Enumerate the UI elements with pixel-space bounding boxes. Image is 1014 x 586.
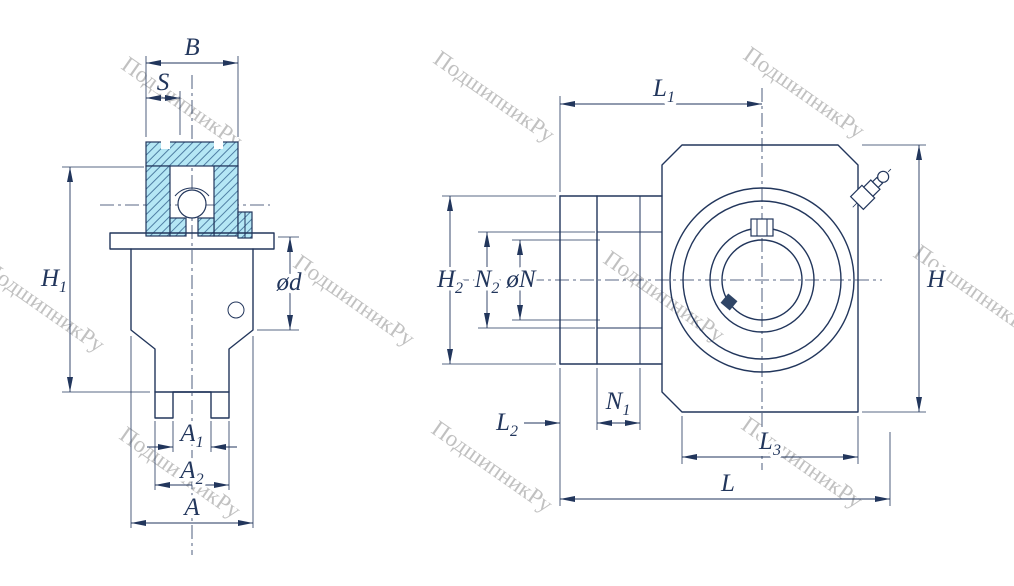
slide-plate	[109, 232, 275, 250]
watermark-text: ПодшипникРу	[739, 42, 870, 144]
dim-label-H1: H1	[40, 265, 67, 296]
dim-label-A: A	[182, 494, 200, 521]
dim-label-L1: L1	[652, 75, 675, 106]
dim-label-H: H	[926, 266, 947, 293]
dim-label-L2: L2	[495, 409, 518, 440]
dim-S: S	[146, 66, 181, 135]
grease-fitting-icon	[849, 168, 892, 211]
bore-circle	[721, 239, 803, 321]
locating-pin	[720, 293, 738, 311]
bearing-ball	[177, 189, 207, 219]
bearing-section	[145, 141, 253, 239]
dim-label-B: B	[184, 34, 199, 61]
groove-notch	[214, 141, 223, 149]
slide-guide-tab	[559, 195, 663, 365]
watermark-text: ПодшипникРу	[427, 416, 558, 518]
dim-L: L	[559, 368, 891, 506]
set-screw	[750, 218, 774, 237]
housing-seat-circle	[669, 187, 855, 373]
dim-L1: L1	[559, 72, 762, 192]
race-arc	[174, 187, 210, 197]
dim-label-A2: A2	[178, 457, 203, 488]
front-view: L1 H2 N2 øN H	[432, 72, 950, 506]
insert-od-circle	[682, 200, 842, 360]
dim-label-od: ød	[276, 269, 303, 296]
watermark-text: ПодшипникРу	[117, 52, 248, 154]
dim-H1: H1	[36, 166, 150, 393]
dim-oN: øN	[502, 239, 600, 321]
bearing-outer-ring-top	[145, 141, 239, 167]
dim-label-L3: L3	[758, 428, 781, 459]
watermark-text: ПодшипникРу	[737, 412, 868, 514]
watermark-text: ПодшипникРу	[909, 240, 1014, 342]
dim-label-H2: H2	[436, 266, 463, 297]
dim-label-oN: øN	[505, 266, 537, 293]
dim-L3: L3	[681, 416, 859, 464]
bearing-left-block	[145, 165, 171, 237]
groove-notch	[161, 141, 170, 149]
bearing-rings	[669, 187, 855, 373]
dim-label-S: S	[157, 69, 170, 96]
inner-ring-right	[197, 217, 215, 237]
dim-od: ød	[257, 236, 306, 331]
watermark-text: ПодшипникРу	[429, 46, 560, 148]
watermark-text: ПодшипникРу	[289, 250, 420, 352]
dim-label-N1: N1	[605, 388, 631, 419]
dim-label-N2: N2	[474, 266, 500, 297]
dim-label-L: L	[720, 470, 735, 497]
dim-A1: A1	[147, 417, 237, 455]
dim-L2-N1: L2 N1	[492, 368, 641, 444]
boss-hole	[227, 301, 245, 319]
housing-front-outline	[661, 144, 859, 413]
bearing-right-block	[213, 165, 239, 237]
dim-label-A1: A1	[178, 420, 203, 451]
housing-outline	[109, 232, 275, 419]
inner-ring-left	[169, 217, 187, 237]
watermark-text: ПодшипникРу	[599, 246, 730, 348]
